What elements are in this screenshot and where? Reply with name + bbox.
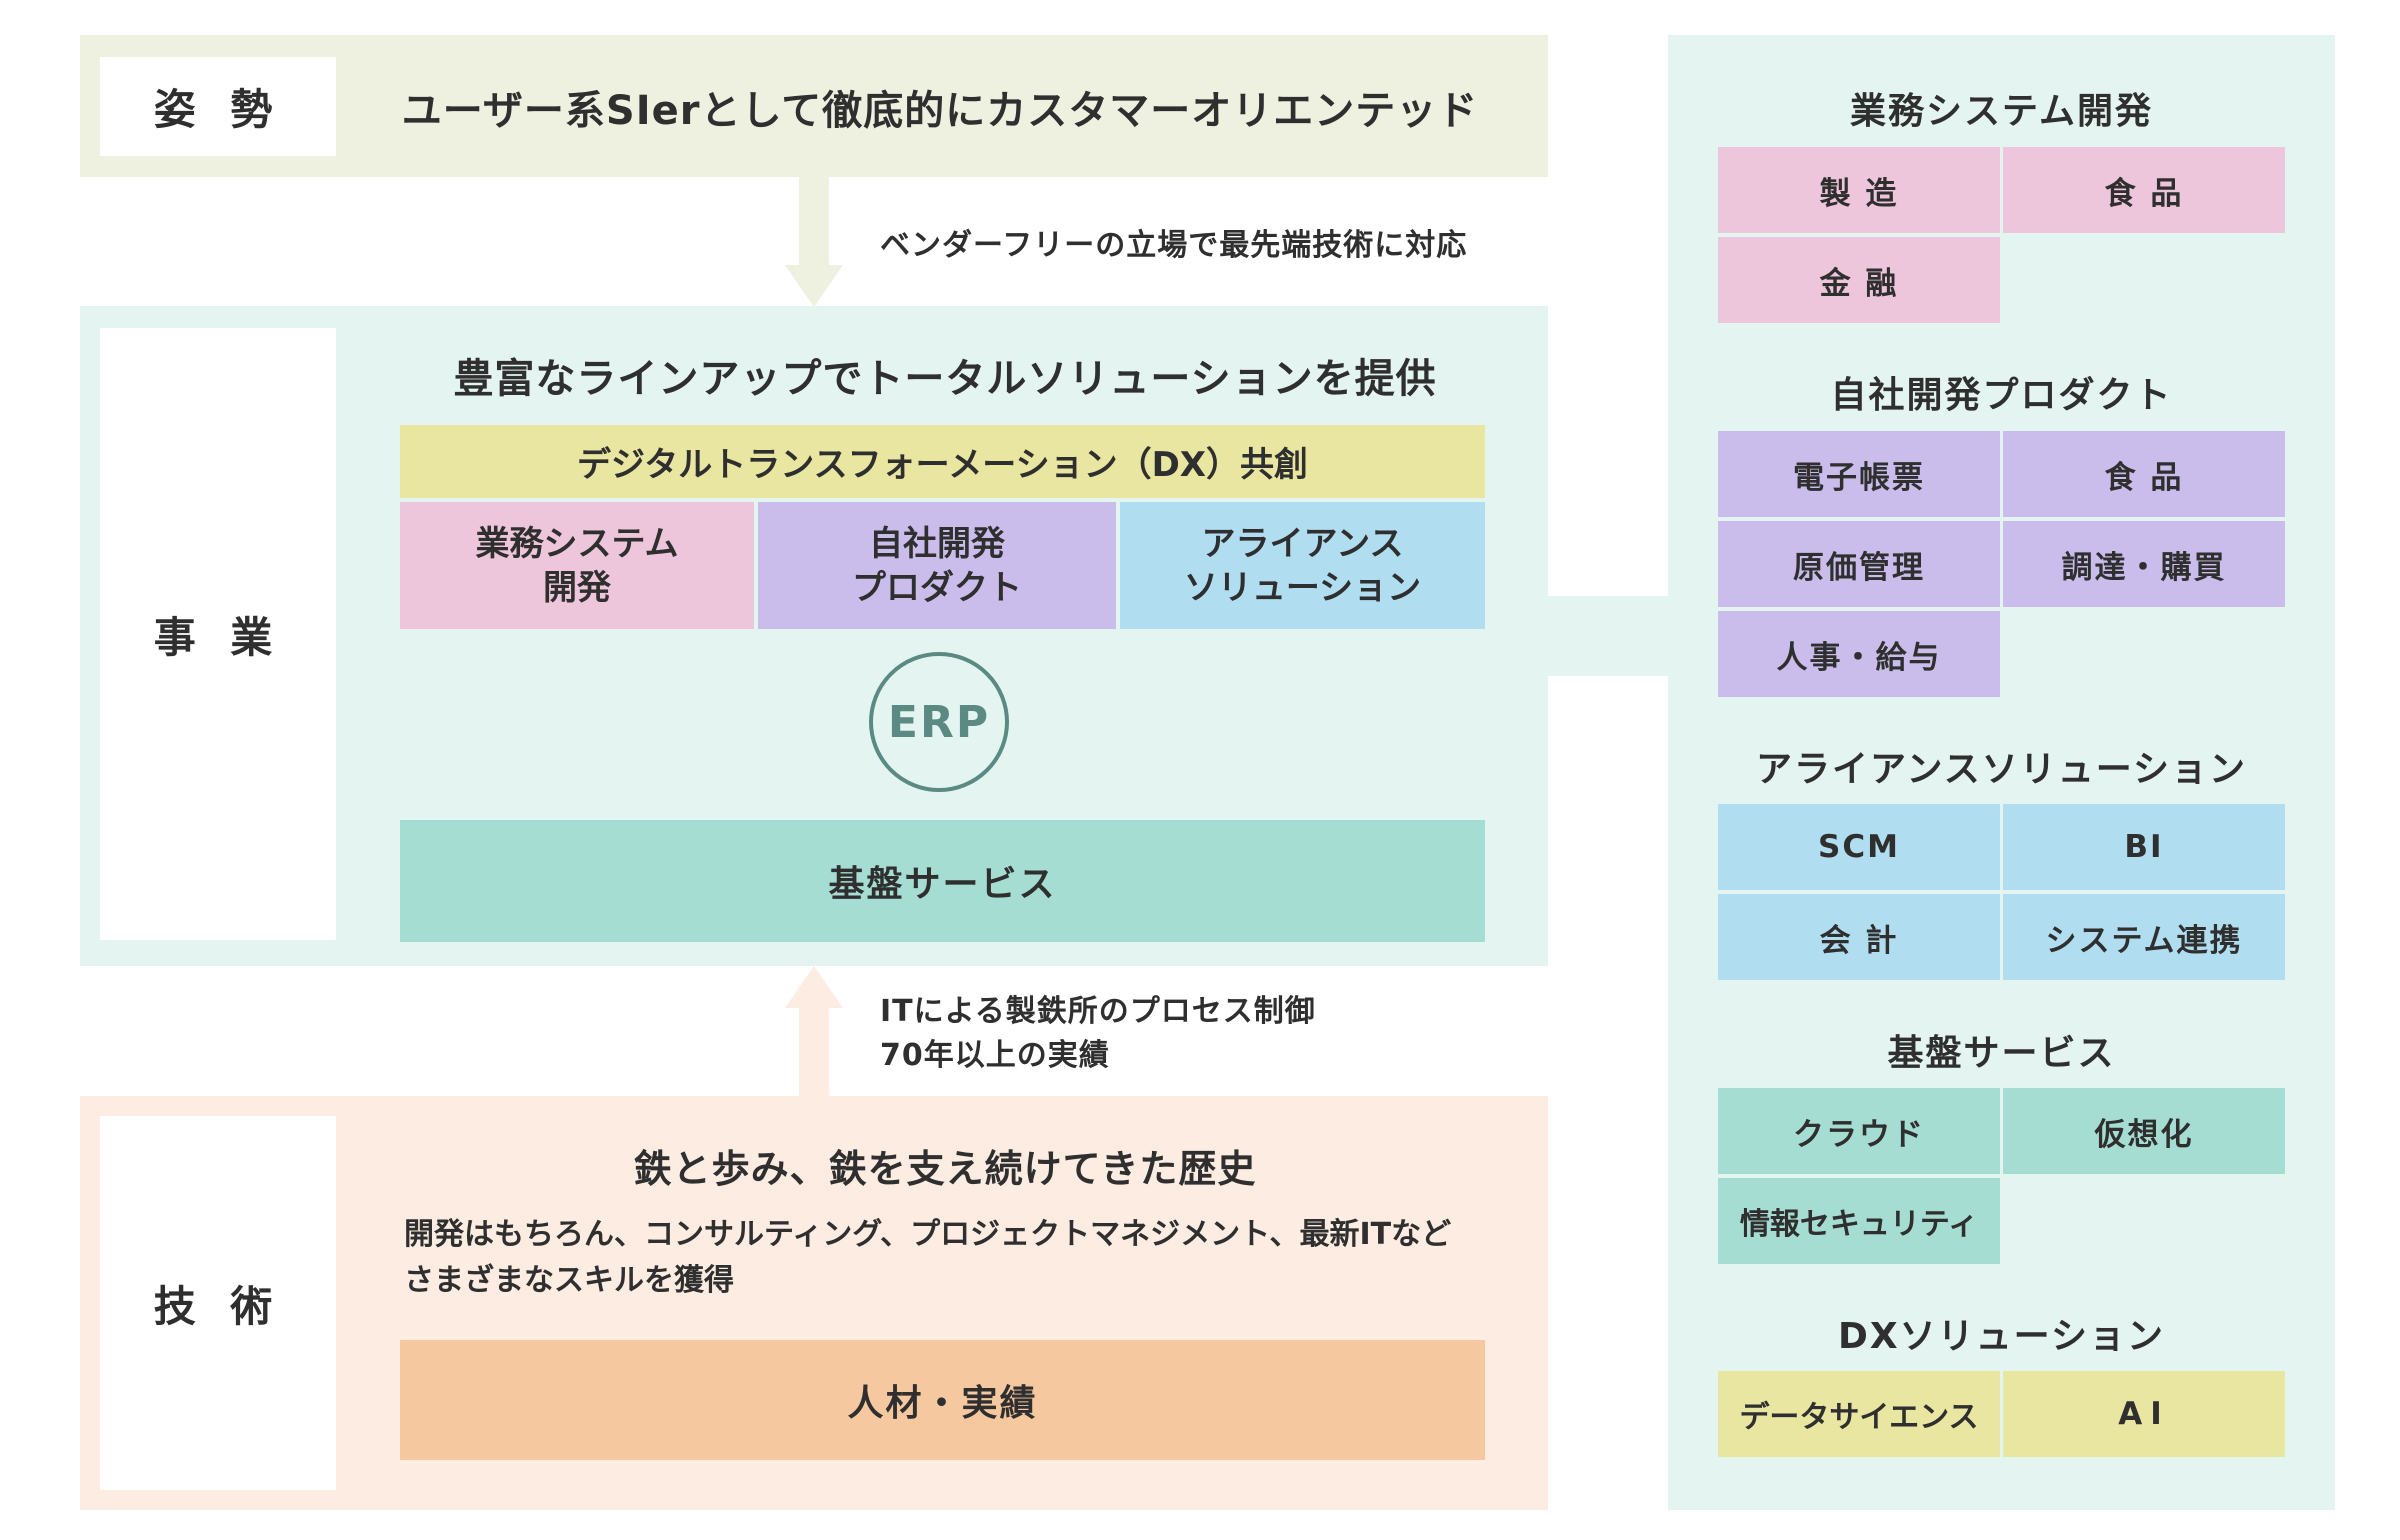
technology-title: 鉄と歩み、鉄を支え続けてきた歴史 [633,1146,1257,1191]
stance-label: 姿 勢 [100,57,336,156]
item-food-product: 食 品 [2003,431,2285,517]
section-title-alliance: アライアンスソリューション [1755,749,2248,790]
section-title-in-house-product: 自社開発プロダクト [1830,375,2173,416]
arrow-down-icon [785,177,843,307]
section-title-dx: DXソリューション [1838,1316,2165,1357]
item-cost-management: 原価管理 [1718,521,2000,607]
vendor-free-caption: ベンダーフリーの立場で最先端技術に対応 [880,228,1468,263]
dx-cocreation-bar: デジタルトランスフォーメーション（DX）共創 [400,425,1485,498]
business-label: 事 業 [100,328,336,940]
caption-line: 70年以上の実績 [880,1038,1110,1073]
item-information-security: 情報セキュリティ [1718,1178,2000,1264]
desc-line: 開発はもちろん、コンサルティング、プロジェクトマネジメント、最新ITなど [404,1217,1452,1252]
erp-badge: ERP [869,652,1009,792]
stance-statement: ユーザー系SIerとして徹底的にカスタマーオリエンテッド [401,87,1479,134]
item-system-integration: システム連携 [2003,894,2285,980]
in-house-product-cell: 自社開発プロダクト [758,502,1116,629]
business-system-cell: 業務システム開発 [400,502,754,629]
desc-line: さまざまなスキルを獲得 [404,1263,734,1298]
panel-connector [1548,596,1668,676]
section-title-business-system: 業務システム開発 [1850,91,2153,132]
cell-line: 開発 [542,567,611,608]
cell-line: ソリューション [1183,567,1422,608]
item-scm: SCM [1718,804,2000,890]
item-bi: BI [2003,804,2285,890]
business-title: 豊富なラインアップでトータルソリューションを提供 [453,356,1437,402]
cell-line: アライアンス [1201,523,1404,564]
item-accounting: 会 計 [1718,894,2000,980]
item-food: 食 品 [2003,147,2285,233]
technology-label: 技 術 [100,1116,336,1490]
technology-description: 開発はもちろん、コンサルティング、プロジェクトマネジメント、最新ITなど さまざ… [404,1212,1504,1304]
item-cloud: クラウド [1718,1088,2000,1174]
steel-history-caption: ITによる製鉄所のプロセス制御 70年以上の実績 [880,990,1316,1078]
item-ai: AI [2003,1371,2285,1457]
item-hr-payroll: 人事・給与 [1718,611,2000,697]
caption-line: ITによる製鉄所のプロセス制御 [880,994,1316,1029]
cell-line: 業務システム [475,523,679,564]
item-finance: 金 融 [1718,237,2000,323]
alliance-solution-cell: アライアンスソリューション [1120,502,1485,629]
people-results-bar: 人材・実績 [400,1340,1485,1460]
infrastructure-service-bar: 基盤サービス [400,820,1485,942]
section-title-infrastructure: 基盤サービス [1887,1033,2116,1074]
arrow-up-icon [785,966,843,1096]
cell-line: 自社開発 [869,523,1005,564]
item-data-science: データサイエンス [1718,1371,2000,1457]
item-manufacturing: 製 造 [1718,147,2000,233]
item-e-document: 電子帳票 [1718,431,2000,517]
item-procurement: 調達・購買 [2003,521,2285,607]
item-virtualization: 仮想化 [2003,1088,2285,1174]
cell-line: プロダクト [852,567,1022,608]
